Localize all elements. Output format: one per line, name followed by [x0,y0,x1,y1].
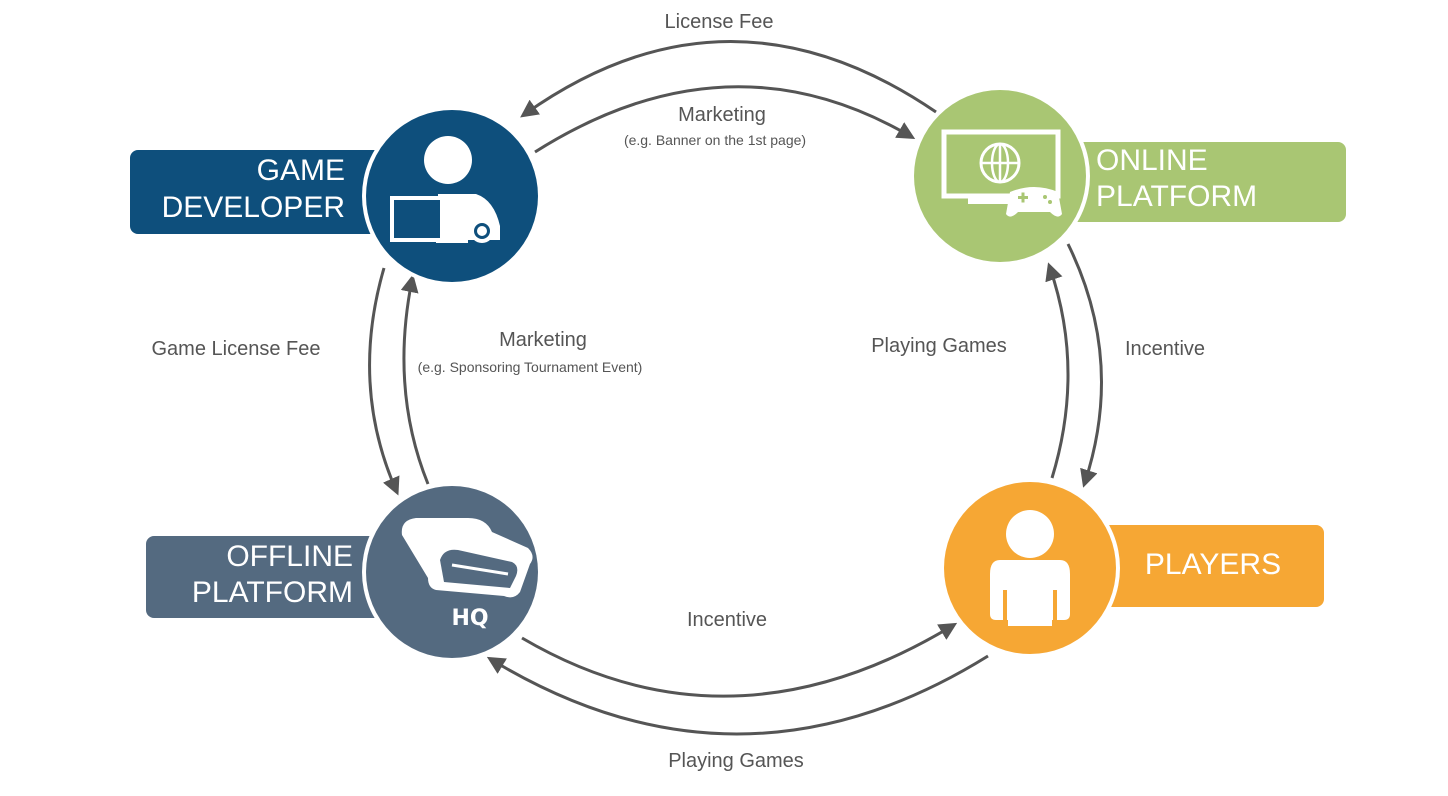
game-license-fee-arrow [368,267,400,496]
offline-platform-label-line1: OFFLINE [226,540,353,573]
playing-games-offline-label: Playing Games [668,750,804,772]
marketing-online-arrow [534,85,916,154]
incentive-offline-arrow [521,622,958,698]
players-label: PLAYERS [1145,548,1281,581]
game-developer-label-line2: DEVELOPER [162,191,345,224]
online-platform-label-box [1060,142,1346,222]
incentive-offline-label: Incentive [687,609,767,631]
marketing-offline-label: Marketing [499,329,587,351]
offline-platform-node: OFFLINE PLATFORM HQ [146,482,542,662]
playing-games-online-label: Playing Games [871,335,1007,357]
online-platform-label-line2: PLATFORM [1096,180,1257,213]
monitor-globe-gamepad-icon [941,129,1062,217]
marketing-online-label: Marketing [678,104,766,126]
offline-platform-icon-text: HQ [451,606,488,631]
online-platform-node: ONLINE PLATFORM [910,86,1346,266]
game-developer-label-box [130,150,410,234]
incentive-online-arrow [1066,243,1103,488]
license-fee-arrow [520,40,937,118]
online-platform-label-line1: ONLINE [1096,144,1208,177]
developer-person-icon [390,136,500,243]
license-fee-label: License Fee [665,11,774,33]
offline-platform-label-line2: PLATFORM [192,576,353,609]
playing-games-online-arrow [1045,262,1070,479]
incentive-online-label: Incentive [1125,338,1205,360]
marketing-offline-note: (e.g. Sponsoring Tournament Event) [418,359,643,375]
marketing-offline-arrow [400,274,430,485]
offline-platform-label-box [146,536,416,618]
person-icon [990,510,1070,626]
game-license-fee-label: Game License Fee [152,338,321,360]
vr-headset-icon: HQ [401,518,533,631]
game-developer-label-line1: GAME [257,154,345,187]
game-developer-node: GAME DEVELOPER [130,106,542,286]
playing-games-offline-arrow [486,654,989,736]
players-node: PLAYERS [940,478,1324,658]
marketing-online-note: (e.g. Banner on the 1st page) [624,132,806,148]
players-label-box [1090,525,1324,607]
